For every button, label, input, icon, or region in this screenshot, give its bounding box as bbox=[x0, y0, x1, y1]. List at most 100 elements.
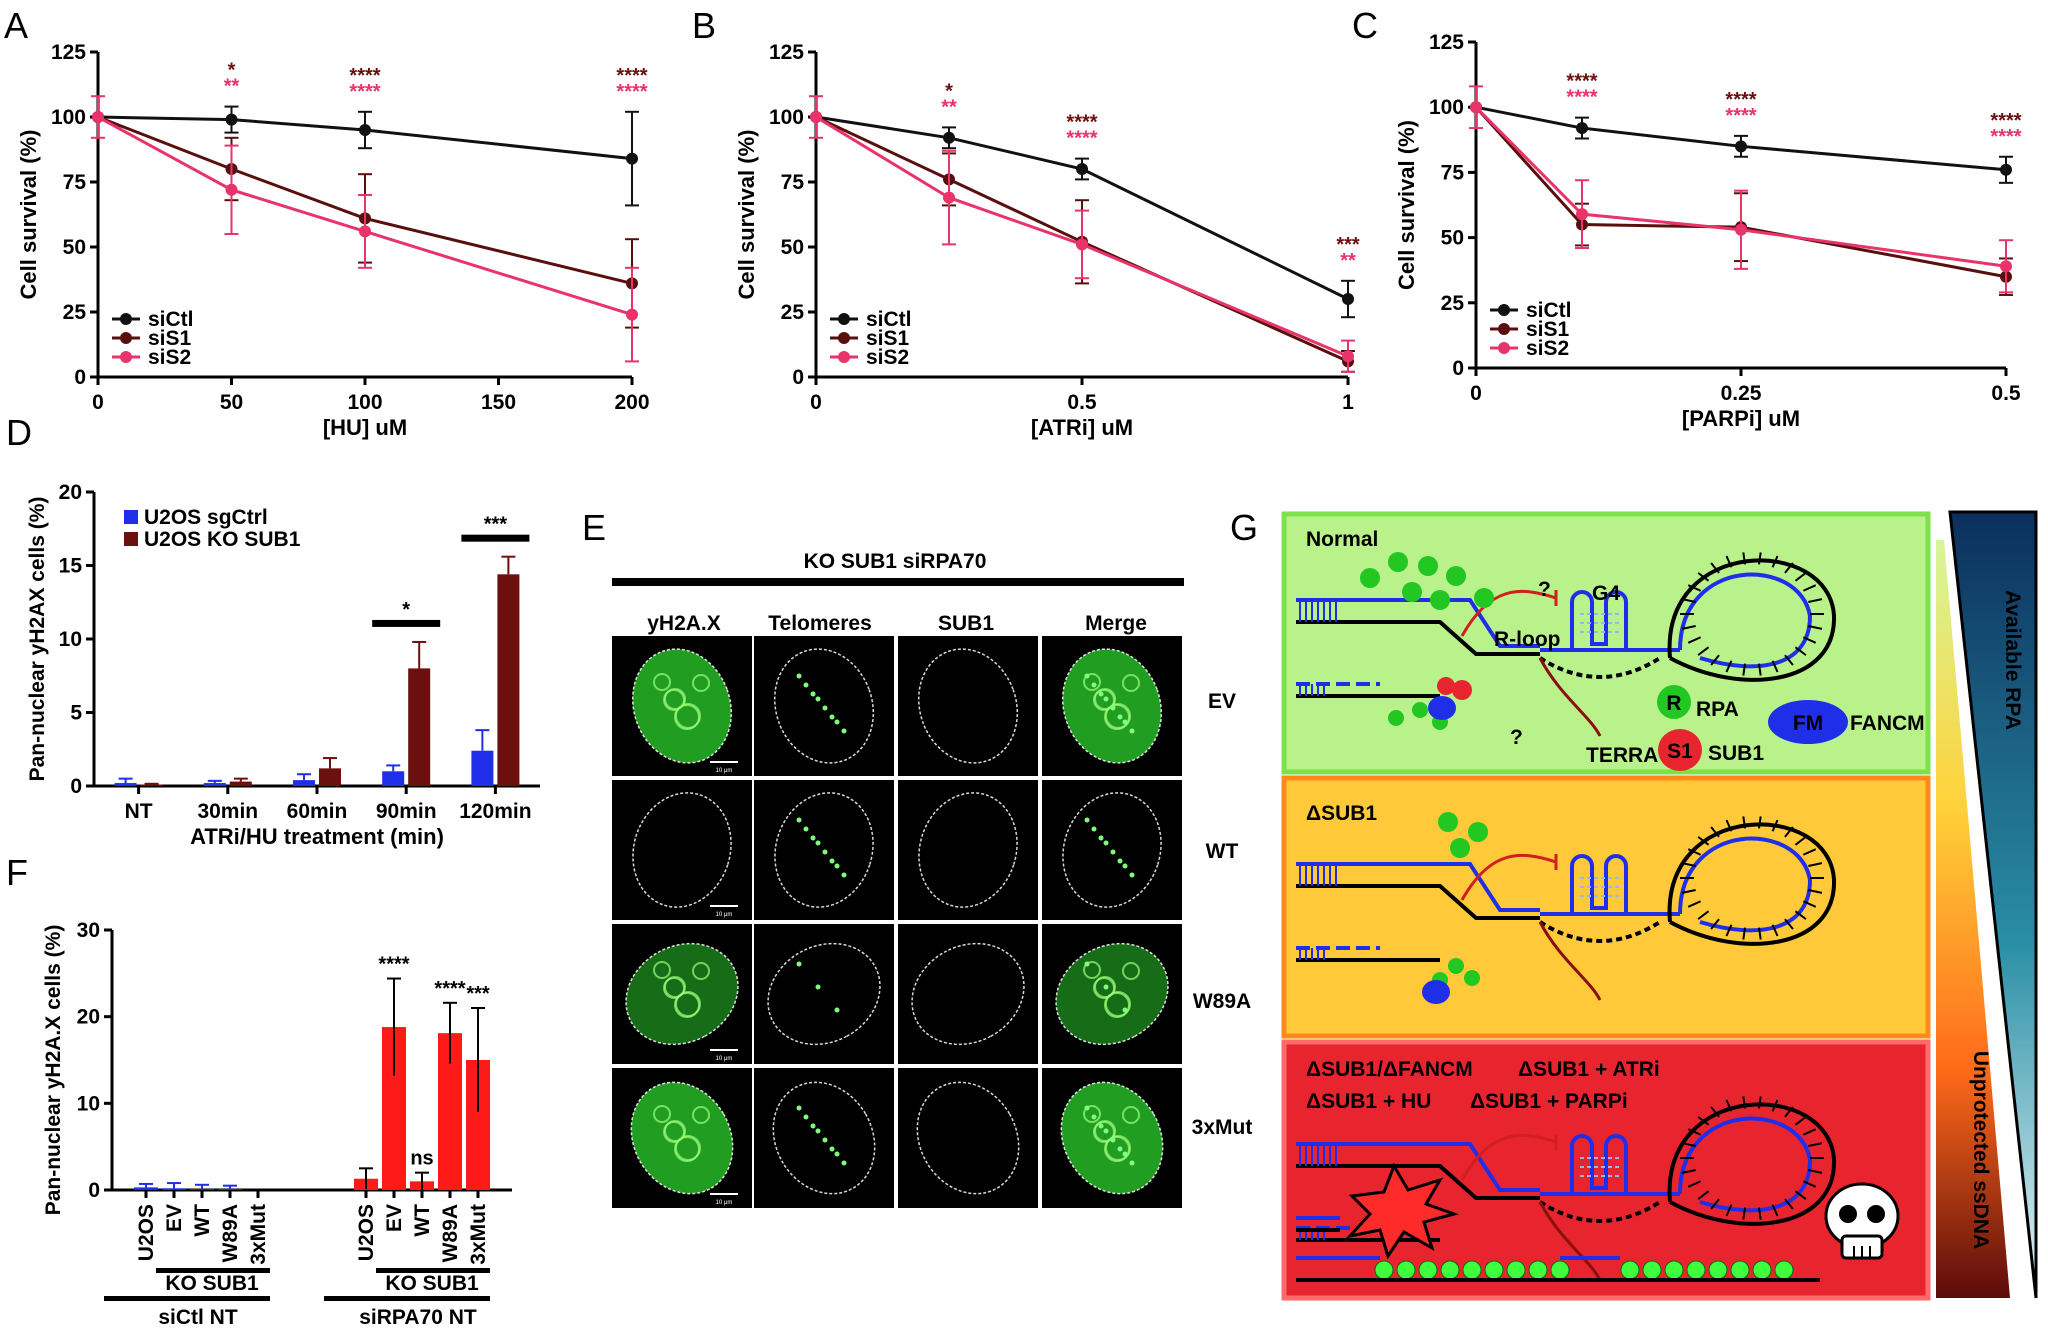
x-tick-label: 120min bbox=[459, 800, 531, 823]
data-point bbox=[225, 183, 238, 196]
x-tick-label: WT bbox=[411, 1204, 434, 1237]
y-tick-label: 25 bbox=[1441, 292, 1465, 315]
y-tick-label: 0 bbox=[792, 366, 804, 389]
nucleus-foci bbox=[674, 992, 700, 1018]
box-normal-title: Normal bbox=[1306, 528, 1378, 551]
y-tick-label: 20 bbox=[77, 1006, 100, 1029]
sig-marker-bottom: ** bbox=[1340, 250, 1356, 272]
telomere-spot bbox=[803, 1114, 809, 1120]
rpa-icon bbox=[1708, 1260, 1728, 1280]
nucleus-foci bbox=[1122, 674, 1140, 692]
panel-letter-a: A bbox=[4, 5, 28, 46]
telomere-spot bbox=[1098, 835, 1104, 841]
x-axis-label: ATRi/HU treatment (min) bbox=[190, 824, 444, 849]
bubble-rung bbox=[1758, 663, 1762, 676]
legend-marker bbox=[120, 351, 132, 363]
bubble-rung bbox=[1710, 826, 1720, 838]
nucleus-foci bbox=[1093, 977, 1115, 999]
available-rpa-triangle bbox=[1948, 510, 2038, 1299]
bubble-rung bbox=[1697, 1116, 1710, 1126]
bubble-rung bbox=[1710, 918, 1720, 930]
box-dsub1-title: ΔSUB1 bbox=[1306, 802, 1377, 825]
col-label-sub1: SUB1 bbox=[938, 612, 994, 635]
telomere-spot bbox=[1084, 673, 1090, 679]
skull-icon bbox=[1824, 1182, 1900, 1260]
bubble-rung bbox=[1794, 646, 1807, 656]
data-point bbox=[810, 111, 822, 123]
telomere-spot bbox=[1084, 817, 1090, 823]
x-tick-label: W89A bbox=[219, 1204, 242, 1262]
inhibition-arrow bbox=[1460, 589, 1557, 637]
x-tick-label: 0 bbox=[810, 391, 822, 414]
x-tick-label: EV bbox=[163, 1204, 186, 1232]
rpa-icon bbox=[1388, 552, 1408, 572]
legend-label: siS1 bbox=[866, 327, 910, 350]
bubble-rung bbox=[1808, 1142, 1823, 1148]
rpa-icon bbox=[1360, 568, 1380, 588]
rpa-icon bbox=[1388, 710, 1404, 726]
box-stress-line-2: ΔSUB1 + ATRi bbox=[1518, 1058, 1660, 1081]
series-line-siS2 bbox=[97, 115, 633, 317]
scale-bar-label: 10 μm bbox=[716, 768, 733, 774]
x-tick-label: U2OS bbox=[135, 1204, 158, 1261]
sig-marker: **** bbox=[434, 978, 465, 1000]
col-label-yh2ax: yH2A.X bbox=[647, 612, 721, 635]
bubble-rung bbox=[1794, 836, 1807, 846]
group-rule bbox=[376, 1268, 490, 1273]
bubble-rung bbox=[1742, 1207, 1746, 1220]
dna-strand bbox=[1538, 656, 1662, 679]
telomere-spot bbox=[1122, 863, 1128, 869]
telomere-spot bbox=[1103, 984, 1109, 990]
bar bbox=[229, 781, 252, 786]
telomere-spot bbox=[796, 673, 802, 679]
inhibition-arrow bbox=[1460, 1133, 1557, 1181]
nucleus-outline bbox=[625, 942, 739, 1046]
telomere-spot bbox=[1122, 719, 1128, 725]
rpa-icon bbox=[1446, 566, 1466, 586]
bubble-rung bbox=[1771, 924, 1779, 937]
replication-bubble bbox=[1667, 822, 1837, 946]
telomere-spot bbox=[803, 826, 809, 832]
telomere-spot bbox=[1117, 714, 1123, 720]
data-point bbox=[1342, 293, 1354, 305]
y-tick-label: 0 bbox=[88, 1179, 100, 1202]
series-line-siS1 bbox=[1474, 106, 2007, 279]
x-tick-label: 0 bbox=[92, 391, 104, 414]
panel-e-header-rule bbox=[612, 578, 1184, 586]
legend-marker bbox=[1498, 323, 1510, 335]
bar bbox=[140, 784, 163, 786]
data-point bbox=[1076, 163, 1088, 175]
bubble-rung bbox=[1771, 1099, 1779, 1112]
telomere-spot bbox=[822, 1137, 828, 1143]
y-tick-label: 100 bbox=[51, 106, 86, 129]
x-tick-label: 90min bbox=[376, 800, 437, 823]
panel-g: Available RPA Unprotected ssDNA Normal Δ… bbox=[1281, 510, 2038, 1301]
sig-marker-top: * bbox=[228, 60, 236, 82]
telomere-spot bbox=[796, 817, 802, 823]
nucleus-outline bbox=[774, 792, 874, 908]
bar bbox=[114, 783, 137, 786]
telomere-spot bbox=[834, 1007, 840, 1013]
y-tick-label: 50 bbox=[63, 236, 86, 259]
telomere-spot bbox=[1129, 1160, 1135, 1166]
x-axis-label: [PARPi] uM bbox=[1682, 406, 1800, 431]
telomere-spot bbox=[829, 1146, 835, 1152]
g4-label: G4 bbox=[1592, 582, 1620, 605]
y-tick-label: 100 bbox=[769, 106, 804, 129]
data-point bbox=[359, 124, 371, 136]
y-axis-label: Pan-nuclear yH2A.X cells (%) bbox=[42, 925, 65, 1216]
y-tick-label: 15 bbox=[59, 555, 83, 578]
sig-marker: ns bbox=[410, 1148, 433, 1170]
sig-marker-bottom: **** bbox=[349, 81, 380, 103]
telomere-spot bbox=[1122, 1007, 1128, 1013]
rpa-icon bbox=[1438, 812, 1458, 832]
dna-strand bbox=[1400, 862, 1540, 912]
dna-break-burst-icon bbox=[1345, 1162, 1460, 1260]
legend-label: siS1 bbox=[1526, 318, 1570, 341]
legend-label: siS2 bbox=[1526, 337, 1569, 360]
y-axis-label: Cell survival (%) bbox=[1394, 120, 1419, 290]
